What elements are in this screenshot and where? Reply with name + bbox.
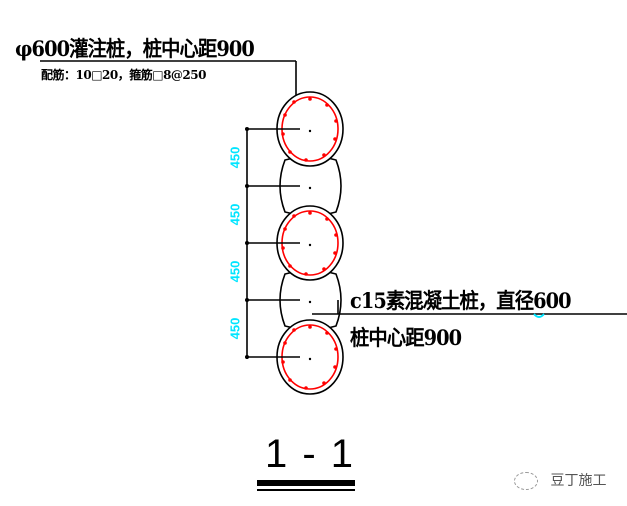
dimension-label-2: 450 — [227, 203, 243, 226]
dimension-label-3: 450 — [227, 260, 243, 283]
bored-pile-3 — [276, 319, 344, 395]
cyan-marker — [533, 313, 545, 318]
title-underline-thin — [257, 489, 355, 491]
dimension-label-1: 450 — [227, 146, 243, 169]
bored-pile-2 — [276, 205, 344, 281]
rebar-label: 配筋：10□20，箍筋□8@250 — [41, 68, 206, 82]
watermark-text: 豆丁施工 — [550, 473, 607, 489]
bored-pile-label: φ600灌注桩，桩中心距900 — [15, 36, 255, 61]
section-title: 1 - 1 — [265, 432, 356, 476]
plain-pile-label-line1: c15素混凝土桩，直径600 — [350, 288, 572, 313]
dimension-label-4: 450 — [227, 317, 243, 340]
bored-pile-1 — [276, 91, 344, 167]
plain-pile-label-line2: 桩中心距900 — [350, 325, 462, 350]
title-underline-thick — [257, 480, 355, 486]
dimension-line — [246, 128, 300, 359]
watermark: 豆丁施工 — [514, 470, 606, 490]
wechat-icon — [514, 472, 538, 490]
